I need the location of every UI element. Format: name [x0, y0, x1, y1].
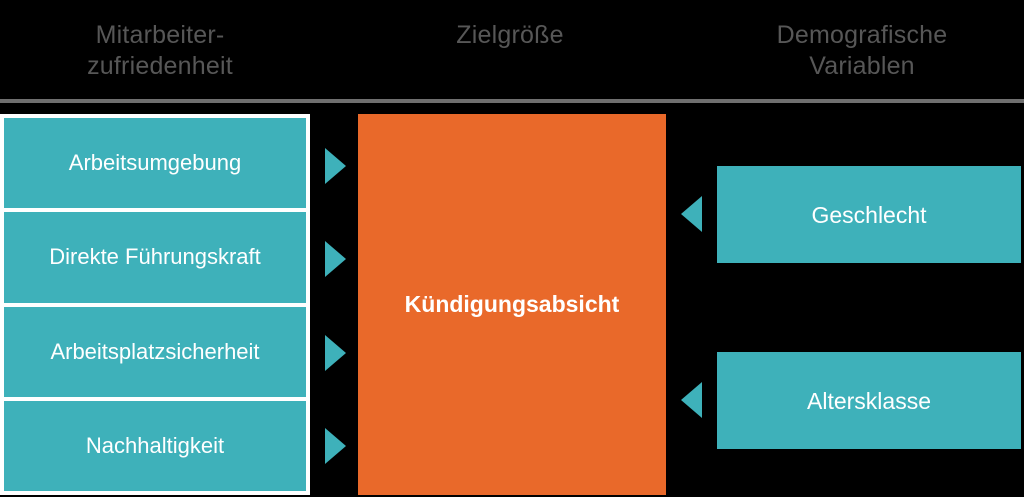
demographic-label: Geschlecht [811, 201, 927, 228]
predictor-box-arbeitsumgebung: Arbeitsumgebung [4, 118, 306, 209]
target-label: Kündigungsabsicht [404, 291, 620, 317]
predictor-group: Arbeitsumgebung Direkte Führungskraft Ar… [0, 114, 310, 495]
predictor-label: Direkte Führungskraft [49, 244, 261, 270]
column-header-target: Zielgröße [456, 21, 564, 49]
arrow-left-icon [681, 196, 702, 232]
predictor-box-nachhaltigkeit: Nachhaltigkeit [4, 400, 306, 491]
demographic-label: Altersklasse [807, 387, 931, 414]
column-header-demographics: Demografische Variablen [776, 21, 948, 80]
predictor-label: Arbeitsumgebung [68, 150, 242, 176]
arrow-left-icon [681, 382, 702, 418]
predictor-box-arbeitsplatzsicherheit: Arbeitsplatzsicherheit [4, 306, 306, 397]
arrow-right-icon [325, 335, 346, 371]
column-header-predictors: Mitarbeiter- zufriedenheit [87, 21, 233, 80]
predictor-box-direkte-fuehrungskraft: Direkte Führungskraft [4, 212, 306, 303]
arrow-right-icon [325, 148, 346, 184]
demographic-box-altersklasse: Altersklasse [717, 352, 1021, 449]
target-box-kuendigungsabsicht: Kündigungsabsicht [358, 114, 666, 495]
predictor-label: Nachhaltigkeit [85, 432, 225, 458]
arrow-right-icon [325, 428, 346, 464]
demographic-box-geschlecht: Geschlecht [717, 166, 1021, 263]
header-divider-rule [0, 99, 1024, 103]
arrow-right-icon [325, 241, 346, 277]
predictor-label: Arbeitsplatzsicherheit [50, 338, 260, 364]
